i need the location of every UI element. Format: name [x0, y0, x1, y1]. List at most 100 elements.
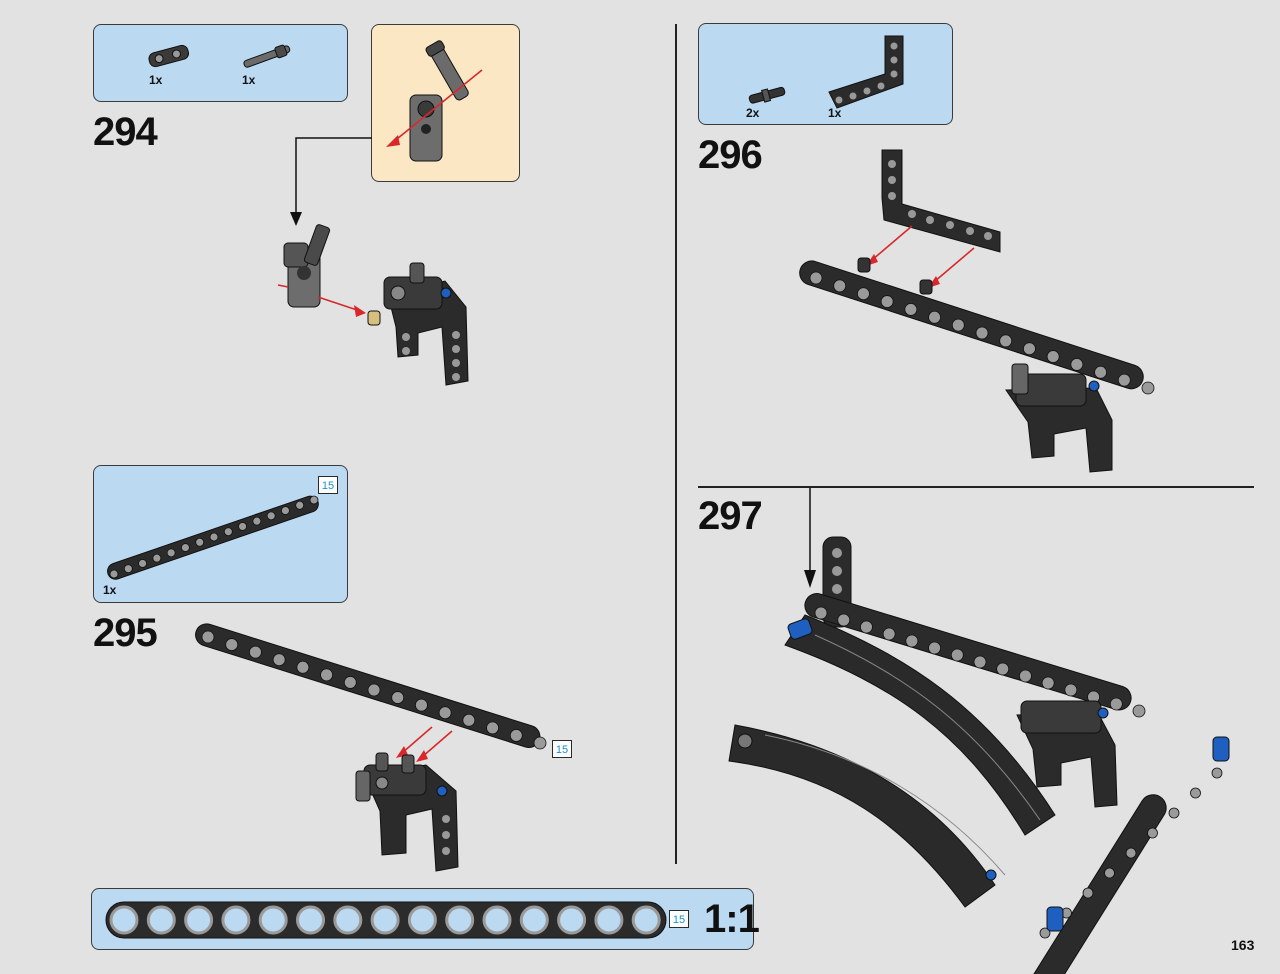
beam-hole [195, 537, 205, 547]
beam-hole [928, 310, 941, 324]
ruler-hole [296, 905, 325, 935]
step-297-model [728, 536, 1230, 974]
ruler-hole [109, 905, 139, 935]
step-295-parts-box: 1x 15 [93, 465, 348, 603]
beam-hole [1117, 373, 1131, 387]
beam-hole [272, 653, 286, 667]
sub-assembly-callout [371, 24, 520, 182]
beam-hole [1147, 827, 1158, 839]
beam-holes [201, 630, 547, 750]
beam-hole [266, 511, 276, 521]
beam-hole [950, 648, 964, 662]
beam-hole [201, 630, 215, 644]
beam-hole [138, 559, 147, 568]
step-294-model [277, 224, 469, 386]
insert-arrow [804, 488, 816, 588]
beam-15-icon [107, 495, 319, 580]
sub-assembly-diagram [386, 40, 483, 162]
beam-holes [109, 495, 319, 579]
step-296-model [799, 149, 1155, 473]
length-tag: 15 [552, 740, 572, 758]
step-295-model [195, 623, 547, 872]
beam-hole [391, 691, 405, 704]
beam-hole [415, 698, 428, 712]
step-294-parts-box: 1x 1x [93, 24, 348, 102]
beam-hole [1125, 847, 1137, 859]
beam-hole [975, 326, 989, 340]
beam-hole [1041, 676, 1055, 690]
ruler-hole [333, 905, 363, 935]
beam-hole [1190, 787, 1201, 799]
beam-hole [905, 634, 919, 648]
beam-hole [1019, 669, 1032, 683]
beam-hole [533, 736, 547, 750]
part-qty: 1x [103, 583, 117, 597]
beam-hole [343, 676, 357, 689]
beam-hole [1168, 807, 1180, 819]
beam-hole [1046, 350, 1060, 363]
beam-hole [509, 729, 523, 742]
beam-hole [462, 713, 476, 727]
step-number: 295 [93, 611, 158, 655]
part-qty: 1x [828, 106, 842, 120]
step-296-parts-box: 2x 1x [698, 23, 953, 125]
beam-hole [281, 506, 290, 515]
beam-hole [996, 662, 1010, 676]
beam-holes [814, 606, 1146, 718]
beam-hole [166, 548, 176, 558]
beam-hole [1023, 342, 1036, 356]
beam-hole [152, 553, 162, 563]
part-qty: 1x [242, 73, 256, 87]
ruler-hole [519, 905, 549, 935]
beam-hole [904, 303, 918, 316]
beam-hole [1064, 683, 1078, 697]
step-number: 297 [698, 494, 763, 538]
axle-pin-icon [243, 44, 291, 68]
beam-hole [438, 706, 452, 720]
beam-hole [999, 334, 1013, 348]
ruler-hole [258, 905, 288, 935]
vertical-divider [675, 24, 677, 864]
length-tag: 15 [669, 910, 689, 928]
beam-hole [1039, 927, 1051, 939]
beam-hole [295, 500, 305, 510]
beam-hole [252, 516, 262, 526]
beam-hole [880, 295, 894, 308]
beam-hole [249, 645, 262, 659]
ruler-beam [105, 901, 667, 939]
beam-holes [809, 271, 1155, 395]
beam-hole [309, 495, 319, 505]
beam-hole [238, 522, 247, 531]
callout-arrow [290, 137, 372, 226]
beam-hole [860, 620, 873, 634]
beam-hole [833, 279, 847, 293]
beam-hole [809, 271, 823, 285]
beam-hole [1070, 358, 1084, 371]
beam-hole [225, 638, 239, 651]
beam-hole [1109, 697, 1123, 711]
beam-hole [1141, 381, 1155, 395]
ruler-hole [146, 905, 176, 935]
beam-hole [181, 543, 190, 552]
ruler-hole [631, 905, 661, 935]
beam-hole [320, 668, 333, 682]
beam-hole [123, 564, 133, 574]
ruler-hole [445, 905, 475, 935]
beam-hole [367, 683, 381, 697]
scale-label: 1:1 [704, 897, 760, 941]
step-number: 296 [698, 133, 763, 177]
ruler-hole [370, 905, 400, 935]
beam-hole [814, 606, 828, 620]
beam-hole [223, 527, 233, 537]
beam-hole [928, 641, 941, 655]
ruler-hole [221, 905, 251, 935]
ruler-hole [407, 905, 437, 935]
beam-hole [109, 569, 119, 579]
friction-pin-icon [748, 86, 786, 104]
ruler-hole [594, 905, 624, 935]
connector-block-icon [148, 44, 190, 68]
beam-hole [837, 613, 851, 627]
beam-hole [951, 318, 965, 332]
beam-hole [296, 660, 310, 674]
step-number: 294 [93, 110, 158, 154]
